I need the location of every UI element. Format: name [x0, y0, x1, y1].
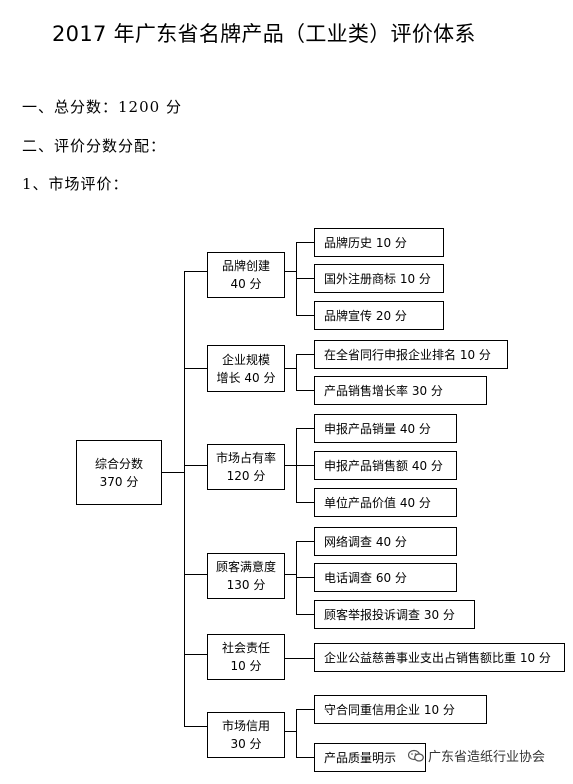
leaf-box: 品牌宣传 20 分	[314, 301, 444, 330]
leaf-label: 品牌宣传 20 分	[324, 308, 407, 323]
leaf-box: 顾客举报投诉调查 30 分	[314, 600, 475, 629]
leaf-box: 品牌历史 10 分	[314, 228, 444, 257]
leaf-box: 国外注册商标 10 分	[314, 264, 444, 293]
leaf-label: 顾客举报投诉调查 30 分	[324, 607, 455, 622]
category-box-satisfaction: 顾客满意度 130 分	[207, 553, 285, 599]
category-label: 市场占有率	[215, 451, 276, 465]
category-box-credit: 市场信用 30 分	[207, 712, 285, 758]
root-box-total-score: 综合分数 370 分	[76, 440, 162, 505]
leaf-box: 申报产品销量 40 分	[314, 414, 457, 443]
category-score: 40 分	[230, 277, 262, 291]
leaf-label: 网络调查 40 分	[324, 534, 407, 549]
leaf-box: 守合同重信用企业 10 分	[314, 695, 487, 724]
watermark-text: 广东省造纸行业协会	[428, 750, 546, 765]
leaf-label: 产品质量明示	[324, 750, 397, 765]
leaf-label: 申报产品销量 40 分	[324, 421, 431, 436]
category-score: 120 分	[226, 469, 266, 483]
category-box-scale: 企业规模增长 40 分	[207, 345, 285, 392]
leaf-label: 在全省同行申报企业排名 10 分	[324, 347, 491, 362]
root-label: 综合分数	[94, 456, 143, 471]
leaf-label: 企业公益慈善事业支出占销售额比重 10 分	[324, 650, 551, 665]
leaf-label: 品牌历史 10 分	[324, 235, 407, 250]
watermark: 广东省造纸行业协会	[408, 746, 545, 765]
category-label: 市场信用	[221, 719, 270, 733]
category-box-brand: 品牌创建 40 分	[207, 252, 285, 298]
leaf-box: 企业公益慈善事业支出占销售额比重 10 分	[314, 643, 565, 672]
root-score: 370 分	[99, 474, 139, 489]
category-label: 品牌创建	[221, 259, 270, 273]
leaf-label: 电话调查 60 分	[324, 570, 407, 585]
category-score: 增长 40 分	[216, 370, 276, 385]
leaf-box: 电话调查 60 分	[314, 563, 457, 592]
leaf-box: 产品质量明示	[314, 743, 426, 772]
leaf-box: 产品销售增长率 30 分	[314, 376, 487, 405]
leaf-box: 在全省同行申报企业排名 10 分	[314, 340, 508, 369]
leaf-label: 国外注册商标 10 分	[324, 271, 431, 286]
leaf-box: 申报产品销售额 40 分	[314, 451, 457, 480]
category-label: 顾客满意度	[215, 560, 276, 574]
category-score: 130 分	[226, 578, 266, 592]
category-label: 企业规模	[221, 352, 270, 367]
category-box-social: 社会责任 10 分	[207, 634, 285, 680]
leaf-label: 守合同重信用企业 10 分	[324, 702, 455, 717]
leaf-label: 产品销售增长率 30 分	[324, 383, 443, 398]
market-evaluation-heading: 1、市场评价：	[22, 175, 129, 193]
leaf-label: 单位产品价值 40 分	[324, 495, 431, 510]
leaf-box: 网络调查 40 分	[314, 527, 457, 556]
wechat-icon	[408, 749, 424, 762]
category-box-market-share: 市场占有率 120 分	[207, 444, 285, 490]
category-label: 社会责任	[221, 641, 270, 655]
total-score-heading: 一、总分数：1200 分	[22, 98, 182, 116]
leaf-box: 单位产品价值 40 分	[314, 488, 457, 517]
category-score: 10 分	[230, 659, 262, 673]
score-allocation-heading: 二、评价分数分配：	[22, 137, 167, 155]
category-score: 30 分	[230, 737, 262, 751]
page-title: 2017 年广东省名牌产品（工业类）评价体系	[52, 22, 476, 46]
leaf-label: 申报产品销售额 40 分	[324, 458, 443, 473]
